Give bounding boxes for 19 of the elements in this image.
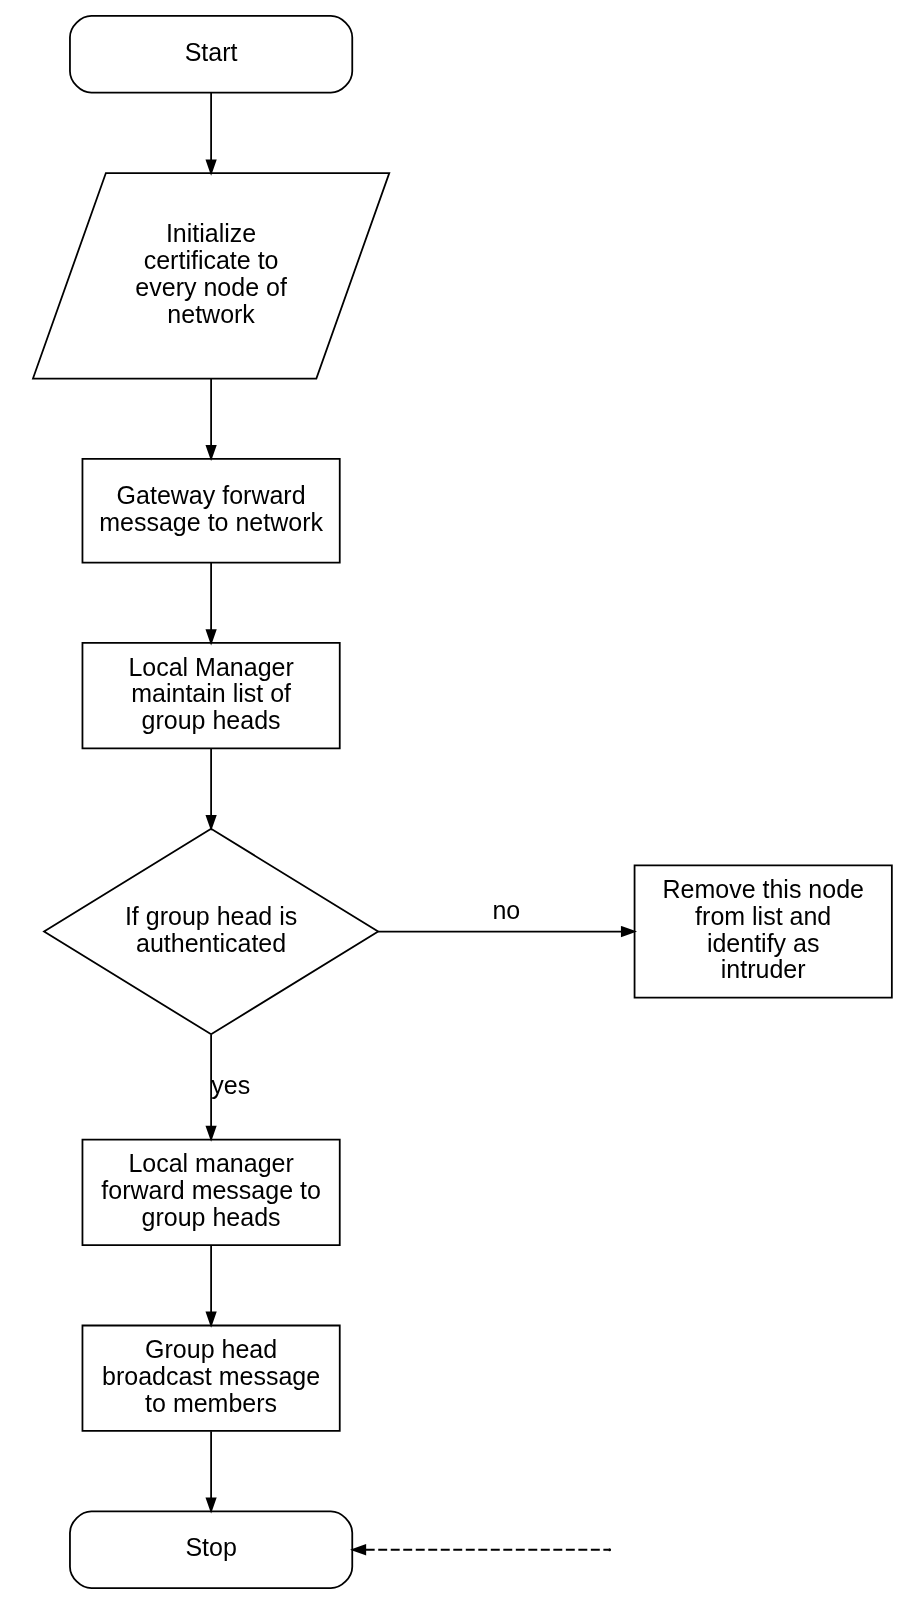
arrow — [204, 1430, 217, 1514]
node-box: Gateway forward message to network — [81, 458, 341, 564]
edge-label: yes — [210, 1070, 250, 1099]
arrow — [376, 925, 637, 938]
node-diamond: If group head is authenticated — [41, 827, 380, 1036]
arrow — [204, 747, 217, 832]
node-box: Local manager forward message to group heads — [81, 1138, 341, 1246]
arrow — [204, 92, 217, 176]
arrow — [349, 1544, 609, 1556]
edge-label: no — [491, 896, 520, 925]
node-box: Group head broadcast message to members — [81, 1324, 341, 1432]
node-box: Start — [68, 14, 353, 94]
arrow — [204, 1244, 217, 1328]
arrow — [204, 378, 217, 462]
node-box: Remove this node from list and identify as intruder — [633, 864, 893, 999]
arrow — [204, 561, 217, 646]
node-box: Local Manager maintain list of group heads — [81, 642, 341, 750]
arrow — [204, 1034, 217, 1142]
node-box: Stop — [68, 1510, 353, 1590]
